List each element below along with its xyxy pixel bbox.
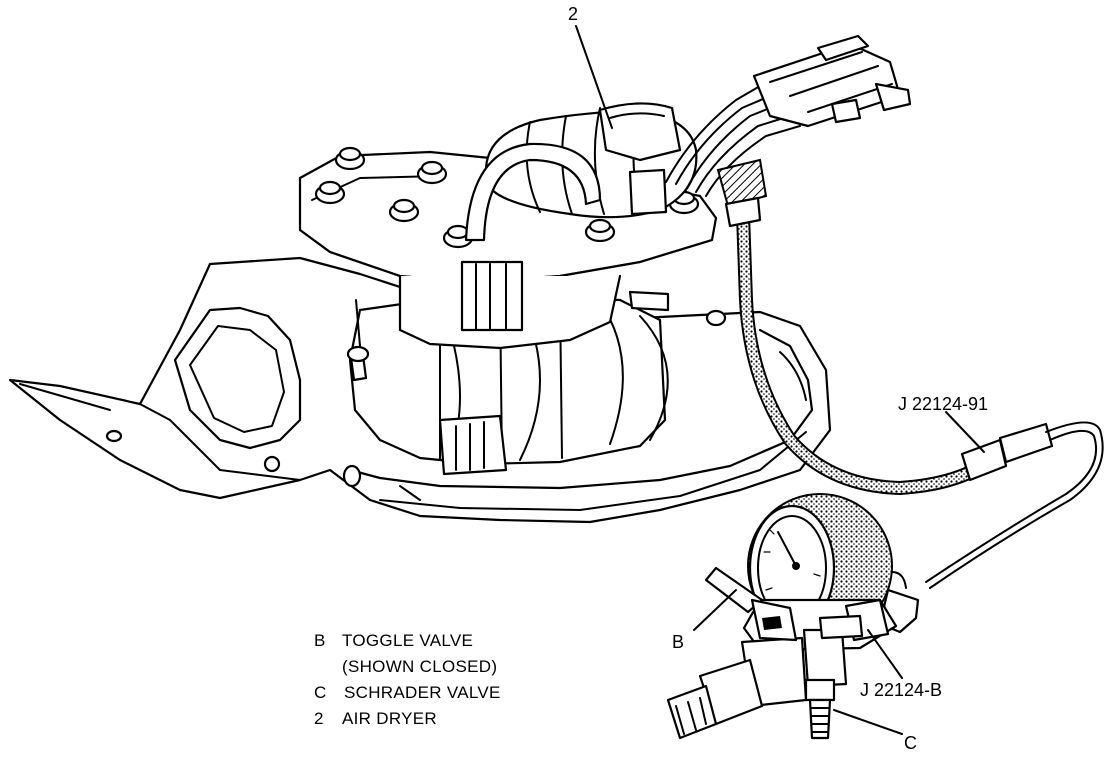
legend-text-toggle-valve: TOGGLE VALVE [342, 631, 473, 650]
air-dryer [464, 102, 698, 242]
inlet-fitting [666, 658, 764, 740]
leader-gauge-tool [867, 629, 903, 679]
wiring-harness [665, 85, 801, 197]
legend-key-c: C [314, 683, 327, 702]
bolt [334, 146, 366, 171]
legend-key-b: B [314, 631, 326, 650]
toggle-valve [704, 566, 798, 642]
schrader-valve [804, 678, 836, 740]
label-air-dryer-number: 2 [568, 4, 578, 24]
legend-key-2: 2 [314, 709, 324, 728]
label-gauge-tool: J 22124-B [860, 680, 942, 700]
legend-text-shown-closed: (SHOWN CLOSED) [342, 657, 497, 676]
legend: B TOGGLE VALVE (SHOWN CLOSED) C SCHRADER… [314, 631, 501, 728]
label-toggle-valve-letter: B [672, 632, 684, 652]
callout-labels: 2 J 22124-91 B J 22124-B C [568, 4, 988, 753]
legend-text-schrader-valve: SCHRADER VALVE [344, 683, 501, 702]
bolt [314, 180, 346, 205]
bolt [584, 218, 616, 243]
leader-lines [575, 25, 985, 735]
gauge-outlet [818, 598, 890, 642]
leader-hose-tool [945, 411, 985, 453]
bolt [442, 224, 474, 249]
legend-text-air-dryer: AIR DRYER [342, 709, 437, 728]
leader-air-dryer [575, 25, 613, 129]
test-hose [716, 158, 1104, 589]
electrical-connector [752, 34, 912, 128]
head-bolts [314, 146, 700, 249]
leader-schrader-valve [833, 709, 903, 735]
label-schrader-valve-letter: C [904, 733, 917, 753]
leader-toggle-valve [693, 589, 737, 631]
bolt [388, 198, 420, 223]
label-hose-tool: J 22124-91 [898, 394, 988, 414]
bolt [416, 160, 448, 185]
